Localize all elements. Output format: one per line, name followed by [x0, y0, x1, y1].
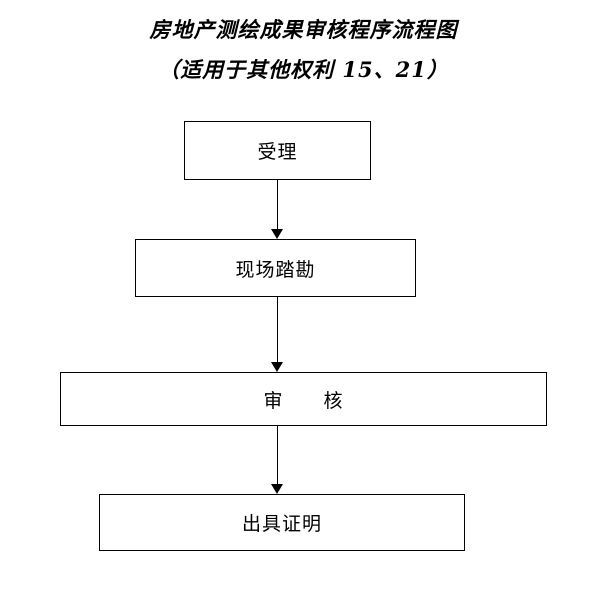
arrow-head	[271, 229, 283, 239]
flow-node-acceptance: 受理	[184, 121, 371, 180]
flow-node-label: 受理	[257, 141, 298, 163]
flow-node-issue-certificate: 出具证明	[99, 494, 465, 551]
title-line-1: 房地产测绘成果审核程序流程图	[149, 17, 458, 42]
chart-title: 房地产测绘成果审核程序流程图 （适用于其他权利 15、21）	[0, 18, 607, 81]
flow-node-site-survey: 现场踏勘	[135, 239, 416, 297]
arrow-shaft	[277, 426, 278, 484]
flow-node-label: 出具证明	[241, 513, 322, 535]
flow-node-review: 审 核	[60, 372, 547, 426]
arrow-shaft	[277, 180, 278, 229]
arrow-acceptance-to-survey	[271, 180, 284, 239]
arrow-head	[271, 362, 283, 372]
arrow-head	[271, 484, 283, 494]
flow-node-label: 审 核	[263, 389, 344, 412]
arrow-survey-to-review	[271, 297, 284, 372]
title-line-2: （适用于其他权利 15、21）	[158, 57, 449, 83]
flow-node-label: 现场踏勘	[235, 258, 316, 281]
arrow-shaft	[277, 297, 278, 362]
arrow-review-to-certificate	[271, 426, 284, 494]
